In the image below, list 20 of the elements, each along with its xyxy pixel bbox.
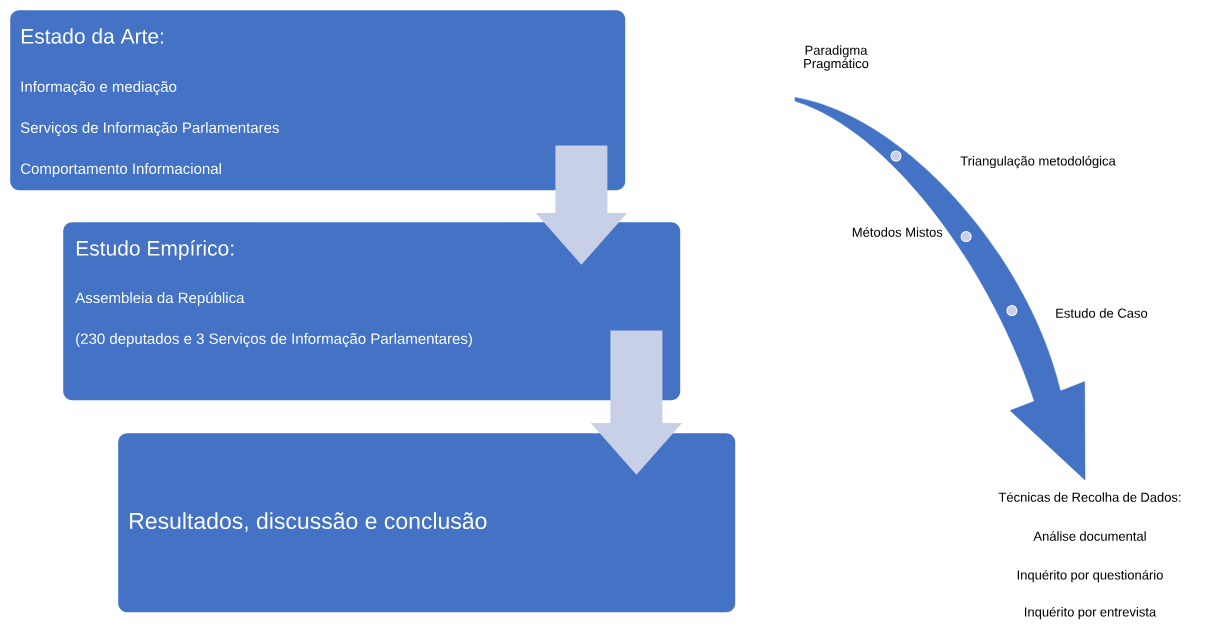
- process-box: [10, 10, 626, 191]
- text-label: Inquérito por entrevista: [1025, 606, 1157, 620]
- box-text: Informação e mediação: [21, 81, 177, 96]
- box-text: (230 deputados e 3 Serviços de Informação Parlamentares): [76, 333, 472, 348]
- box-heading: Estudo Empírico:: [76, 240, 234, 260]
- text-heading: Técnicas de Recolha de Dados:: [998, 492, 1181, 502]
- curved-arrow: [794, 97, 1086, 481]
- box-heading: Resultados, discussão e conclusão: [130, 512, 487, 532]
- process-box: [63, 222, 681, 401]
- step-label: Métodos Mistos: [852, 227, 943, 237]
- step-label: Estudo de Caso: [1056, 308, 1148, 318]
- box-text: Assembleia da República: [75, 291, 245, 307]
- text-label: Paradigma Pragmático: [804, 45, 869, 71]
- process-box: [118, 433, 736, 613]
- text-label: Análise documental: [1033, 531, 1146, 541]
- step-label: Triangulação metodológica: [960, 155, 1116, 169]
- text-label: Inquérito por questionário: [1017, 569, 1163, 583]
- box-text: Comportamento Informacional: [21, 163, 221, 177]
- box-text: Serviços de Informação Parlamentares: [20, 122, 279, 137]
- box-heading: Estado da Arte:: [21, 28, 163, 44]
